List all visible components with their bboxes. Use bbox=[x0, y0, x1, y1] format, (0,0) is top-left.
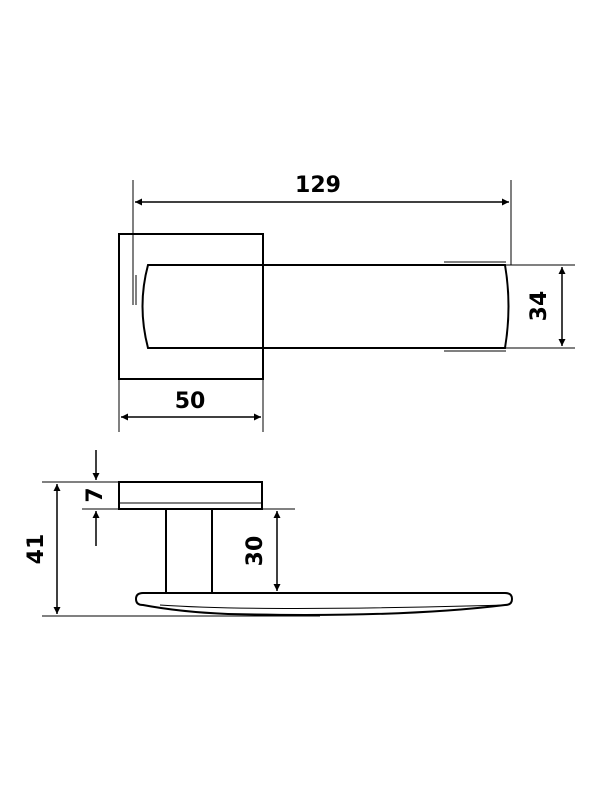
dim-label-50: 50 bbox=[175, 389, 206, 414]
dim-label-34: 34 bbox=[527, 291, 552, 322]
front-view: 129 34 50 bbox=[118, 173, 575, 432]
dim-label-30: 30 bbox=[243, 536, 268, 567]
rose-plate bbox=[118, 233, 264, 380]
lever-side-profile bbox=[134, 592, 514, 616]
dim-label-129: 129 bbox=[295, 173, 341, 198]
rose-side bbox=[118, 481, 263, 510]
lever-side-underside bbox=[159, 604, 506, 609]
side-view: 7 41 30 bbox=[24, 450, 514, 617]
dim-label-7: 7 bbox=[83, 487, 108, 502]
dim-label-41: 41 bbox=[24, 534, 49, 565]
lever-neck bbox=[165, 508, 213, 594]
lever-body bbox=[141, 264, 510, 349]
